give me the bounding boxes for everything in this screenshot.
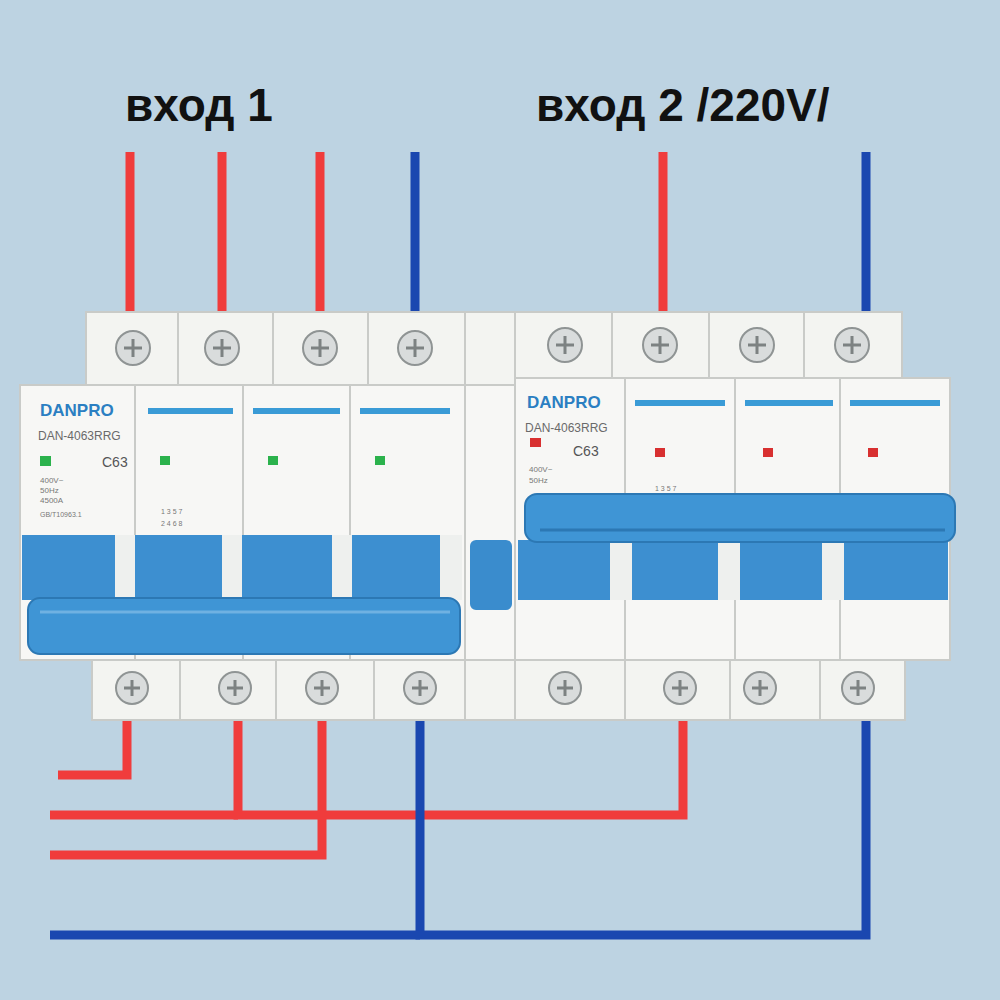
model-number: DAN-4063RRG xyxy=(525,422,608,434)
input-heading: вход 2 /220V/ xyxy=(536,82,830,128)
spec-text: 50Hz xyxy=(40,487,59,495)
input-heading: вход 1 xyxy=(125,82,273,128)
rating: C63 xyxy=(573,444,599,458)
model-number: DAN-4063RRG xyxy=(38,430,121,442)
terminal-marking: 1 3 5 7 xyxy=(161,508,182,515)
output-wire xyxy=(238,720,683,815)
rating: C63 xyxy=(102,455,128,469)
spec-text: 400V~ xyxy=(529,466,552,474)
output-wire xyxy=(420,720,866,935)
circuit-breaker: DANPRO DAN-4063RRG C63 400V~ 50Hz 4500A GB/T10… xyxy=(20,310,465,720)
spec-text: 50Hz xyxy=(529,477,548,485)
circuit-breaker: DANPRO DAN-4063RRG C63 400V~ 50Hz 1 3 5 7 xyxy=(515,310,950,720)
brand-name: DANPRO xyxy=(527,394,601,411)
spec-text: GB/T10963.1 xyxy=(40,511,82,518)
spec-text: 4500A xyxy=(40,497,63,505)
spec-text: 400V~ xyxy=(40,477,63,485)
terminal-marking: 2 4 6 8 xyxy=(161,520,182,527)
brand-name: DANPRO xyxy=(40,402,114,419)
terminal-marking: 1 3 5 7 xyxy=(655,485,676,492)
